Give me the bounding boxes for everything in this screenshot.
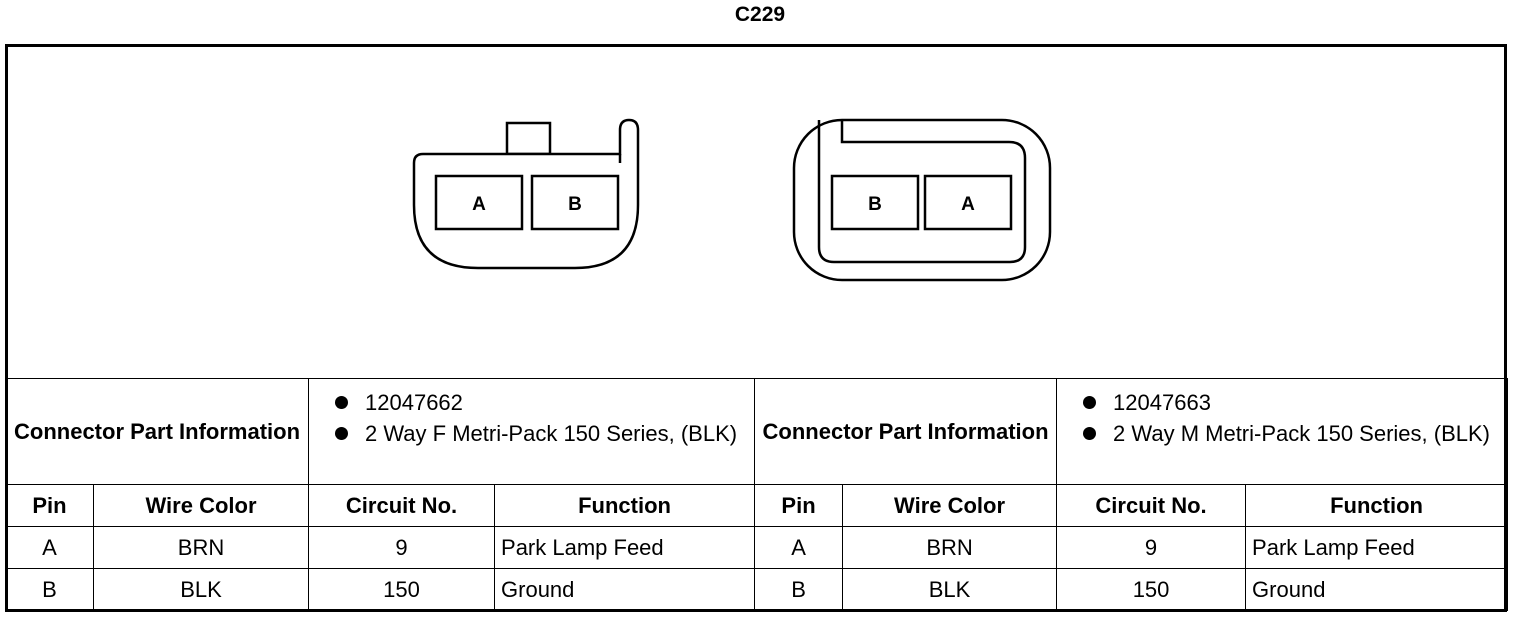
header-circuit: Circuit No. [308, 484, 496, 527]
part-info-row: Connector Part Information 12047662 2 Wa… [4, 378, 1509, 485]
part-description: 2 Way M Metri-Pack 150 Series, (BLK) [1083, 418, 1497, 449]
cavity-a-right [923, 174, 1013, 231]
table-header-row: Pin Wire Color Circuit No. Function Pin … [5, 484, 1509, 527]
pin-cell: A [754, 526, 844, 569]
wire-color-cell: BLK [92, 568, 310, 611]
header-wire-color: Wire Color [92, 484, 310, 527]
wire-color-cell: BRN [92, 526, 310, 569]
circuit-cell: 9 [1056, 526, 1247, 569]
cavity-label: A [472, 194, 486, 215]
part-number: 12047662 [335, 387, 744, 418]
pin-cell: A [5, 526, 94, 569]
part-number: 12047663 [1083, 387, 1497, 418]
table-row: B BLK 150 Ground B BLK 150 Ground [5, 568, 1509, 611]
part-info-label-right: Connector Part Information [754, 378, 1058, 485]
function-cell: Ground [1245, 568, 1509, 611]
connector-info-table: Connector Part Information 12047662 2 Wa… [4, 378, 1509, 611]
part-info-label-left: Connector Part Information [4, 378, 310, 485]
header-pin: Pin [754, 484, 844, 527]
cavity-label: B [868, 194, 882, 215]
part-description: 2 Way F Metri-Pack 150 Series, (BLK) [335, 418, 744, 449]
circuit-cell: 150 [308, 568, 496, 611]
cavity-a-left [434, 174, 524, 231]
male-connector-face [792, 118, 1052, 282]
function-cell: Park Lamp Feed [494, 526, 756, 569]
function-cell: Park Lamp Feed [1245, 526, 1509, 569]
latch-tab [505, 121, 552, 156]
connector-frame [5, 44, 1507, 612]
function-cell: Ground [494, 568, 756, 611]
pin-cell: B [5, 568, 94, 611]
cavity-label: A [961, 194, 975, 215]
wire-color-cell: BRN [842, 526, 1058, 569]
header-wire-color: Wire Color [842, 484, 1058, 527]
table-row: A BRN 9 Park Lamp Feed A BRN 9 Park Lamp… [5, 526, 1509, 569]
cavity-b-left [530, 174, 620, 231]
pin-cell: B [754, 568, 844, 611]
circuit-cell: 150 [1056, 568, 1247, 611]
connector-face-diagram: A B B A [412, 118, 1052, 282]
female-connector-face [412, 118, 640, 270]
part-info-list-right: 12047663 2 Way M Metri-Pack 150 Series, … [1056, 378, 1509, 485]
cavity-b-right [830, 174, 920, 231]
connector-title: C229 [734, 3, 786, 26]
part-info-list-left: 12047662 2 Way F Metri-Pack 150 Series, … [308, 378, 756, 485]
wire-color-cell: BLK [842, 568, 1058, 611]
circuit-cell: 9 [308, 526, 496, 569]
header-function: Function [494, 484, 756, 527]
header-circuit: Circuit No. [1056, 484, 1247, 527]
header-pin: Pin [5, 484, 94, 527]
header-function: Function [1245, 484, 1509, 527]
cavity-label: B [568, 194, 582, 215]
